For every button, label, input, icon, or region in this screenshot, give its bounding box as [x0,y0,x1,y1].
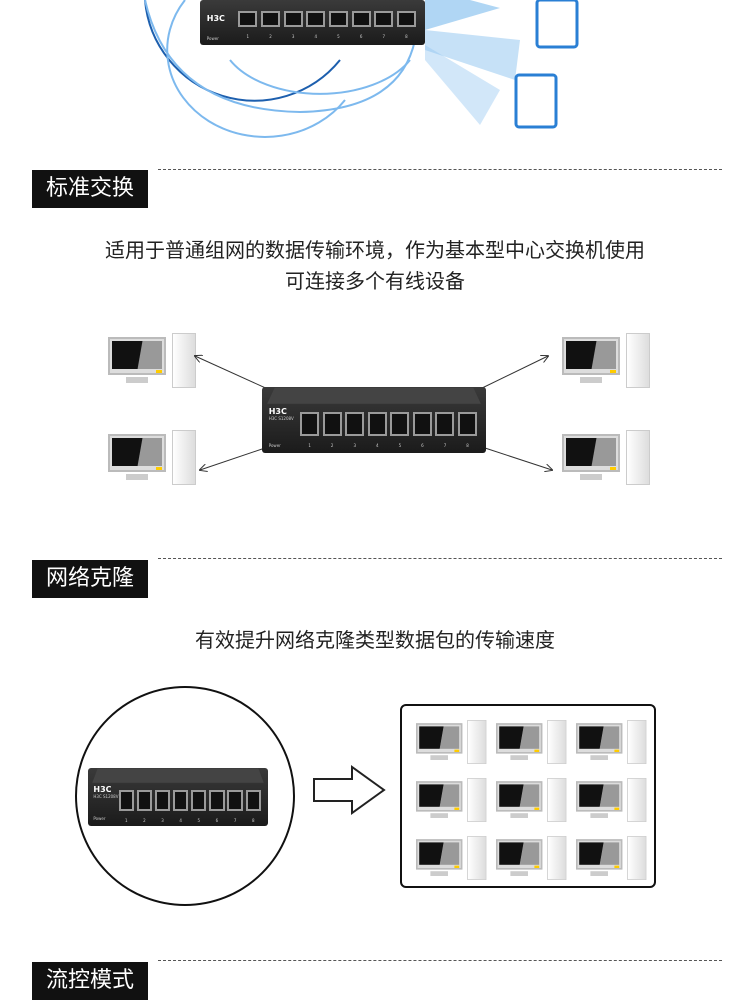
ethernet-port: 2 [322,412,342,448]
ethernet-port: 7 [227,790,243,823]
section-title-standard-switching: 标准交换 [32,170,149,208]
desktop-pc-icon [416,836,488,880]
port-number: 7 [443,442,447,448]
power-label: Power [268,442,281,448]
ethernet-port: 8 [396,11,416,39]
brand-logo: H3C [206,13,225,23]
desktop-pc-icon [108,430,198,485]
desktop-pc-icon [108,333,198,388]
port-row: 1 2 3 4 5 6 7 8 [118,790,261,823]
cloned-pc-grid [400,704,656,888]
section-description: 可连接多个有线设备 [285,269,465,293]
port-number: 8 [466,442,469,448]
desktop-pc-icon [562,430,652,485]
ethernet-port: 5 [191,790,207,823]
ethernet-port: 5 [390,412,410,448]
port-number: 3 [353,442,356,448]
power-label: Power [206,36,219,42]
model-label: H3C S1208V [93,793,119,799]
port-number: 5 [337,34,340,40]
desktop-pc-icon [576,720,648,764]
port-number: 6 [421,442,424,448]
port-number: 2 [269,34,272,40]
desktop-pc-icon [416,778,488,822]
network-switch: H3C H3C S1208V 1 2 3 4 5 6 7 8 Power [88,768,268,826]
ethernet-port: 8 [458,412,478,448]
ethernet-port: 3 [154,790,171,823]
section-description: 适用于普通组网的数据传输环境，作为基本型中心交换机使用 [105,238,645,262]
brand-logo: H3C [268,406,287,416]
model-label: H3C S1208V [268,416,294,422]
desktop-pc-icon [496,778,568,822]
network-switch: H3C 1 2 3 4 5 6 7 8 Power [200,0,425,45]
ethernet-port: 6 [351,11,371,39]
right-arrow-icon [313,765,386,815]
port-number: 3 [161,817,164,823]
port-number: 7 [233,817,237,823]
power-label: Power [93,816,106,822]
ethernet-port: 2 [260,11,281,39]
tablet-icon [535,0,579,49]
ethernet-port: 1 [300,412,320,448]
port-number: 1 [124,817,128,823]
desktop-pc-icon [416,720,488,764]
section-title-flow-control: 流控模式 [32,962,149,1000]
port-number: 2 [143,817,146,823]
port-number: 4 [376,442,379,448]
port-row: 1 2 3 4 5 6 7 8 [238,11,416,39]
ethernet-port: 3 [345,412,365,448]
ethernet-port: 4 [173,790,189,823]
ethernet-port: 7 [374,11,394,39]
port-number: 4 [179,817,182,823]
divider [158,169,722,170]
port-row: 1 2 3 4 5 6 7 8 [300,412,478,448]
port-number: 3 [291,34,295,40]
section-title-network-clone: 网络克隆 [32,560,149,598]
tablet-icon [514,73,558,129]
ethernet-port: 3 [283,11,303,39]
section-description: 有效提升网络克隆类型数据包的传输速度 [195,628,555,652]
wireless-illustration: H3C 1 2 3 4 5 6 7 8 Power [0,0,750,140]
ethernet-port: 7 [435,412,455,448]
connection-arrows [0,330,750,490]
divider [158,960,722,961]
ethernet-port: 6 [209,790,225,823]
desktop-pc-icon [496,720,568,764]
desktop-pc-icon [562,333,652,388]
ethernet-port: 5 [328,11,348,39]
port-number: 1 [246,34,250,40]
port-number: 5 [197,817,201,823]
ethernet-port: 4 [306,11,326,39]
port-number: 5 [398,442,402,448]
port-number: 8 [251,817,255,823]
desktop-pc-icon [576,778,648,822]
port-number: 1 [308,442,311,448]
divider [158,558,722,559]
brand-logo: H3C [93,785,112,795]
desktop-pc-icon [576,836,648,880]
ethernet-port: 8 [245,790,261,823]
port-number: 6 [359,34,363,40]
network-switch: H3C H3C S1208V 1 2 3 4 5 6 7 8 Power [262,387,486,453]
port-number: 7 [382,34,386,40]
wifi-signal-arcs [144,0,579,138]
port-number: 6 [215,817,219,823]
port-number: 4 [314,34,318,40]
port-number: 2 [330,442,334,448]
ethernet-port: 4 [367,412,387,448]
ethernet-port: 1 [118,790,134,823]
port-number: 8 [405,34,408,40]
desktop-pc-icon [496,836,568,880]
ethernet-port: 1 [238,11,258,39]
ethernet-port: 2 [136,790,153,823]
switch-circle [75,686,295,906]
ethernet-port: 6 [412,412,432,448]
